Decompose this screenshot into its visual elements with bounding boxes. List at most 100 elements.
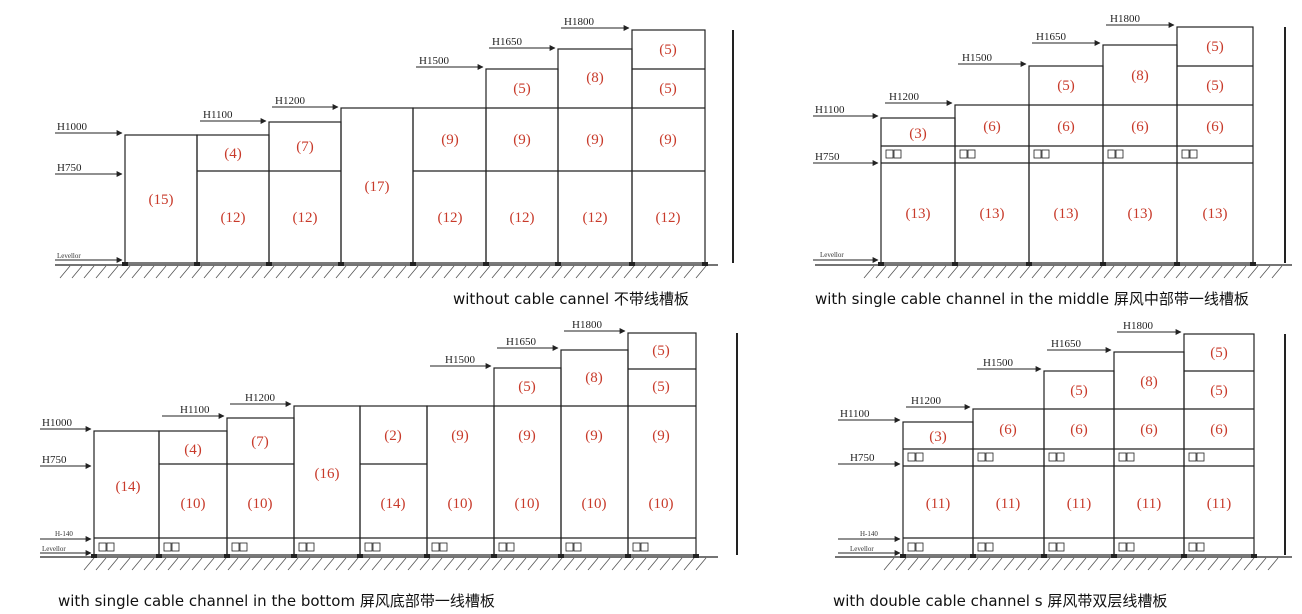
panel-number: (9) xyxy=(659,132,677,148)
panel-numbers: (3) (11) (6) (11) (5) (6) (11) (8) (6) (… xyxy=(926,345,1231,512)
height-label: H750 xyxy=(815,151,840,163)
height-label: H1500 xyxy=(962,52,992,64)
h140-label: H-140 xyxy=(860,530,878,538)
panel-number: (12) xyxy=(656,210,681,226)
ground-hatch xyxy=(863,265,1283,279)
panel-number: (12) xyxy=(293,210,318,226)
panel-number: (6) xyxy=(1140,422,1158,438)
height-label: H1500 xyxy=(445,354,475,366)
panel-number: (13) xyxy=(980,206,1005,222)
panel-number: (8) xyxy=(586,70,604,86)
caption-middle-channel: with single cable channel in the middle … xyxy=(815,290,1249,308)
panel-number: (5) xyxy=(659,81,677,97)
cable-channel-boxes xyxy=(98,542,649,552)
panel-number: (6) xyxy=(1057,119,1075,135)
panel-number: (8) xyxy=(585,370,603,386)
height-arrows xyxy=(838,329,1182,556)
height-labels: H1100 H750 H1200 H1500 H1650 H1800 H-140… xyxy=(840,320,1153,553)
panel-number: (12) xyxy=(221,210,246,226)
levellor-label: Levellor xyxy=(850,545,874,553)
panel-number: (12) xyxy=(583,210,608,226)
height-labels: H1000 H750 H1100 H1200 H1500 H1650 H1800… xyxy=(42,319,602,553)
panel-number: (3) xyxy=(909,126,927,142)
panel-number: (5) xyxy=(1210,345,1228,361)
panel-number: (6) xyxy=(999,422,1017,438)
panel-number: (5) xyxy=(1206,39,1224,55)
panel-number: (9) xyxy=(441,132,459,148)
panel-number: (5) xyxy=(1210,383,1228,399)
panel-number: (10) xyxy=(515,496,540,512)
levellor-label: Levellor xyxy=(820,251,844,259)
height-label: H1200 xyxy=(889,91,919,103)
height-arrows xyxy=(55,25,630,263)
panel-number: (10) xyxy=(181,496,206,512)
panel-number: (8) xyxy=(1131,68,1149,84)
panel-number: (12) xyxy=(438,210,463,226)
height-label: H1800 xyxy=(1123,320,1153,332)
panel-number: (17) xyxy=(365,179,390,195)
panel-number: (16) xyxy=(315,466,340,482)
panel-number: (11) xyxy=(1137,496,1161,512)
height-label: H1500 xyxy=(983,357,1013,369)
panel-number: (10) xyxy=(649,496,674,512)
panel-number: (11) xyxy=(1067,496,1091,512)
height-arrows xyxy=(40,328,626,556)
ground-hatch xyxy=(83,557,707,571)
panel-number: (13) xyxy=(1054,206,1079,222)
height-label: H1200 xyxy=(275,95,305,107)
panel-number: (4) xyxy=(224,146,242,162)
panel-number: (14) xyxy=(116,479,141,495)
panel-outlines xyxy=(124,29,734,264)
height-label: H1500 xyxy=(419,55,449,67)
diagram-double-channel: H1100 H750 H1200 H1500 H1650 H1800 H-140… xyxy=(835,320,1292,571)
panel-number: (5) xyxy=(1070,383,1088,399)
panel-number: (5) xyxy=(652,343,670,359)
panel-feet xyxy=(91,554,699,558)
panel-numbers: (3) (13) (6) (13) (5) (6) (13) (8) (6) (… xyxy=(906,39,1228,222)
panel-number: (15) xyxy=(149,192,174,208)
height-label: H1100 xyxy=(815,104,845,116)
height-label: H1650 xyxy=(492,36,522,48)
height-label: H1200 xyxy=(911,395,941,407)
panel-number: (9) xyxy=(652,428,670,444)
panel-feet xyxy=(878,262,1256,266)
panel-number: (7) xyxy=(296,139,314,155)
panel-number: (6) xyxy=(1131,119,1149,135)
diagram-bottom-channel: H1000 H750 H1100 H1200 H1500 H1650 H1800… xyxy=(40,319,738,571)
levellor-label: Levellor xyxy=(42,545,66,553)
panel-number: (10) xyxy=(448,496,473,512)
panel-number: (9) xyxy=(518,428,536,444)
height-label: H750 xyxy=(850,452,875,464)
caption-without-cable: without cable cannel 不带线槽板 xyxy=(453,290,689,308)
height-label: H1000 xyxy=(57,121,87,133)
height-label: H1100 xyxy=(203,109,233,121)
height-labels: H1100 H750 H1200 H1500 H1650 H1800 Level… xyxy=(815,13,1140,259)
height-label: H1100 xyxy=(840,408,870,420)
panel-number: (5) xyxy=(1057,78,1075,94)
panel-number: (8) xyxy=(1140,374,1158,390)
h140-label: H-140 xyxy=(55,530,73,538)
cable-channel-boxes xyxy=(885,149,1198,159)
panel-number: (7) xyxy=(251,434,269,450)
height-label: H1650 xyxy=(1051,338,1081,350)
panel-number: (11) xyxy=(996,496,1020,512)
height-label: H1800 xyxy=(572,319,602,331)
height-label: H1200 xyxy=(245,392,275,404)
panel-number: (13) xyxy=(906,206,931,222)
height-label: H750 xyxy=(42,454,67,466)
panel-number: (10) xyxy=(582,496,607,512)
panel-number: (5) xyxy=(1206,78,1224,94)
panel-number: (5) xyxy=(518,379,536,395)
panel-number: (4) xyxy=(184,442,202,458)
panel-number: (13) xyxy=(1203,206,1228,222)
height-label: H1650 xyxy=(1036,31,1066,43)
height-labels: H1000 H750 H1100 H1200 H1500 H1650 H1800… xyxy=(57,16,594,260)
ground-hatch xyxy=(59,265,707,279)
height-label: H1800 xyxy=(1110,13,1140,25)
cable-channel-boxes xyxy=(907,452,1205,552)
panel-number: (9) xyxy=(585,428,603,444)
panel-number: (11) xyxy=(926,496,950,512)
panel-number: (9) xyxy=(513,132,531,148)
diagram-without-cable: H1000 H750 H1100 H1200 H1500 H1650 H1800… xyxy=(55,16,734,279)
panel-number: (9) xyxy=(451,428,469,444)
